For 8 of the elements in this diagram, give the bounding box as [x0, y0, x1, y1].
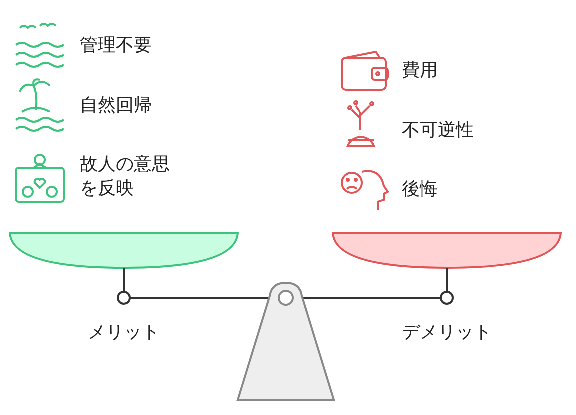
list-text: 不可逆性 — [402, 119, 474, 143]
list-text: 費用 — [402, 59, 438, 83]
list-text: 後悔 — [402, 178, 438, 202]
list-text: 自然回帰 — [80, 94, 152, 118]
list-text: 故人の意思を反映 — [80, 153, 171, 201]
side-label: デメリット — [402, 321, 492, 345]
side-label: メリット — [88, 321, 160, 345]
list-text: 管理不要 — [80, 34, 152, 58]
